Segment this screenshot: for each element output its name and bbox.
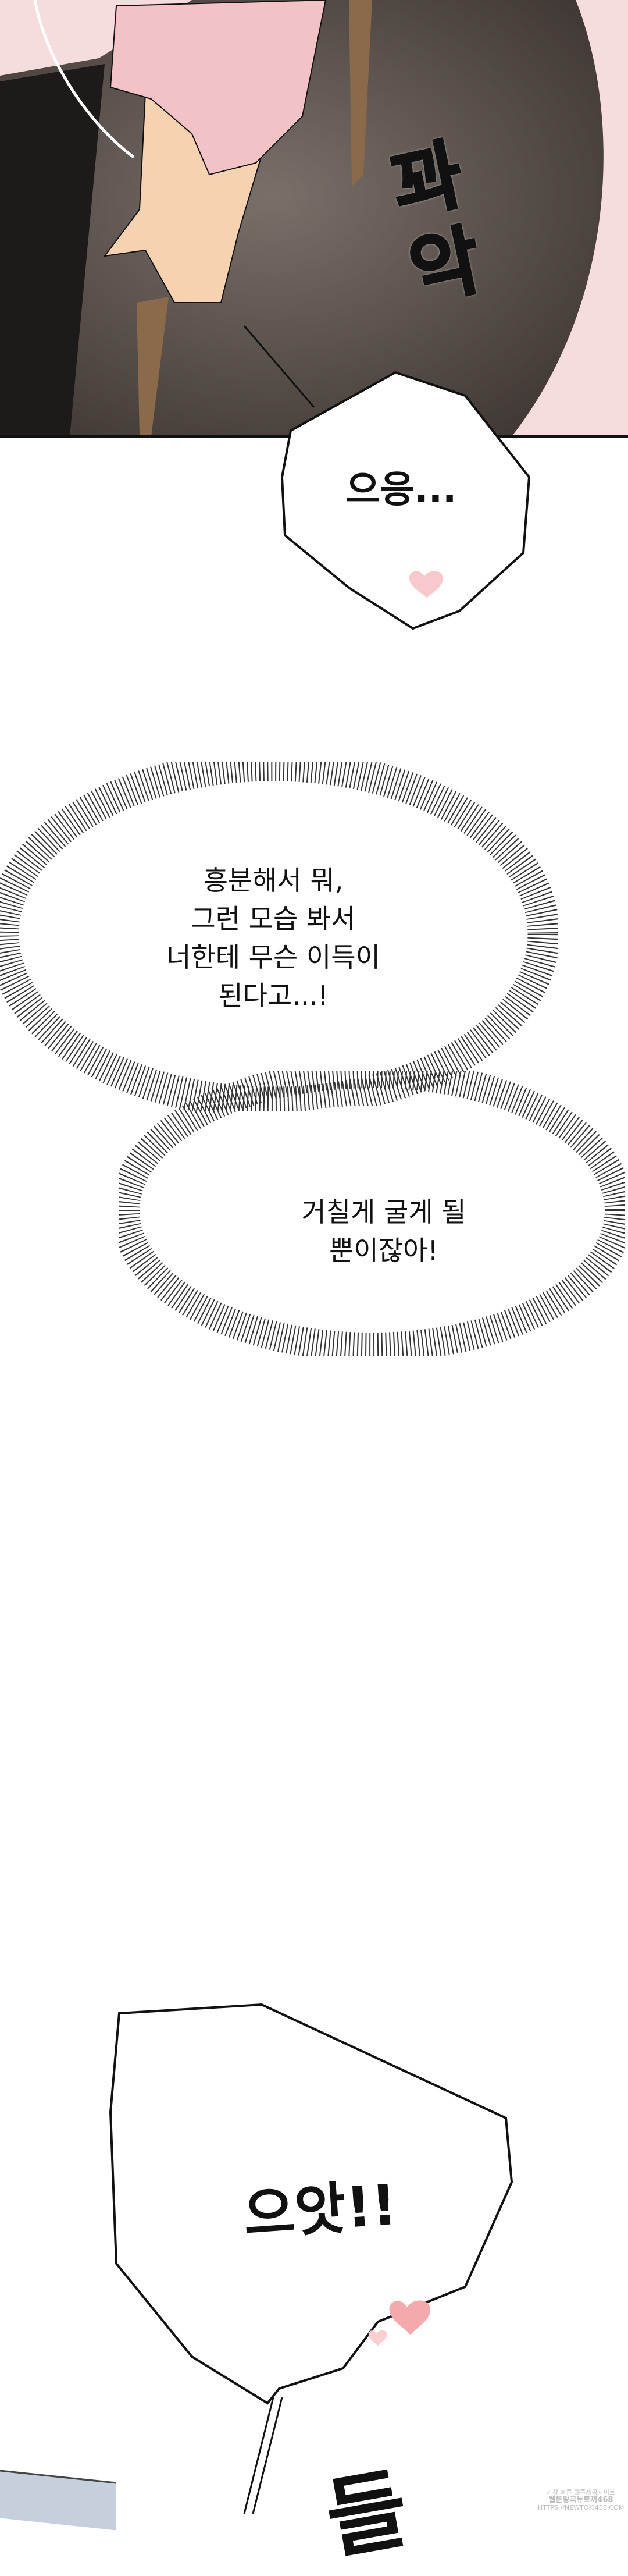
comic-panel-1: 꽈악	[0, 0, 628, 436]
watermark-line: 가장 빠른 웹툰제공사이트	[546, 2489, 616, 2496]
thought-bubble-2: 흥분해서 뭐, 그런 모습 봐서 너한테 무슨 이득이 된다고...!	[99, 861, 448, 1015]
watermark: 가장 빠른 웹툰제공사이트 웹툰왕국뉴토끼468 HTTPS://NEWTOKI…	[537, 2489, 625, 2511]
bubble-line: 너한테 무슨 이득이	[166, 941, 380, 973]
bubble-line: 그런 모습 봐서	[191, 903, 356, 935]
speech-bubble-4: 으앗!!	[241, 2172, 399, 2248]
bubble-line: 뿐이잖아!	[329, 1235, 438, 1266]
bubble-line: 거칠게 굴게 될	[301, 1196, 466, 1228]
bubble-line: 흥분해서 뭐,	[203, 865, 344, 896]
speech-bubble-1: 으응...	[345, 468, 457, 511]
watermark-line: 웹툰왕국뉴토끼468	[548, 2496, 613, 2504]
thought-bubble-3: 거칠게 굴게 될 뿐이잖아!	[209, 1193, 558, 1270]
speech-bubble-4-shape	[109, 2003, 513, 2514]
thought-bubble-3-shape	[119, 1071, 625, 1356]
next-panel-fragment	[0, 2470, 116, 2531]
speech-bubble-1-shape	[280, 371, 531, 630]
watermark-line: HTTPS://NEWTOKI468.COM	[537, 2504, 625, 2511]
thought-bubble-2-shape	[0, 762, 558, 1111]
panel-1-illustration	[0, 0, 628, 436]
bubble-line: 된다고...!	[218, 980, 329, 1011]
